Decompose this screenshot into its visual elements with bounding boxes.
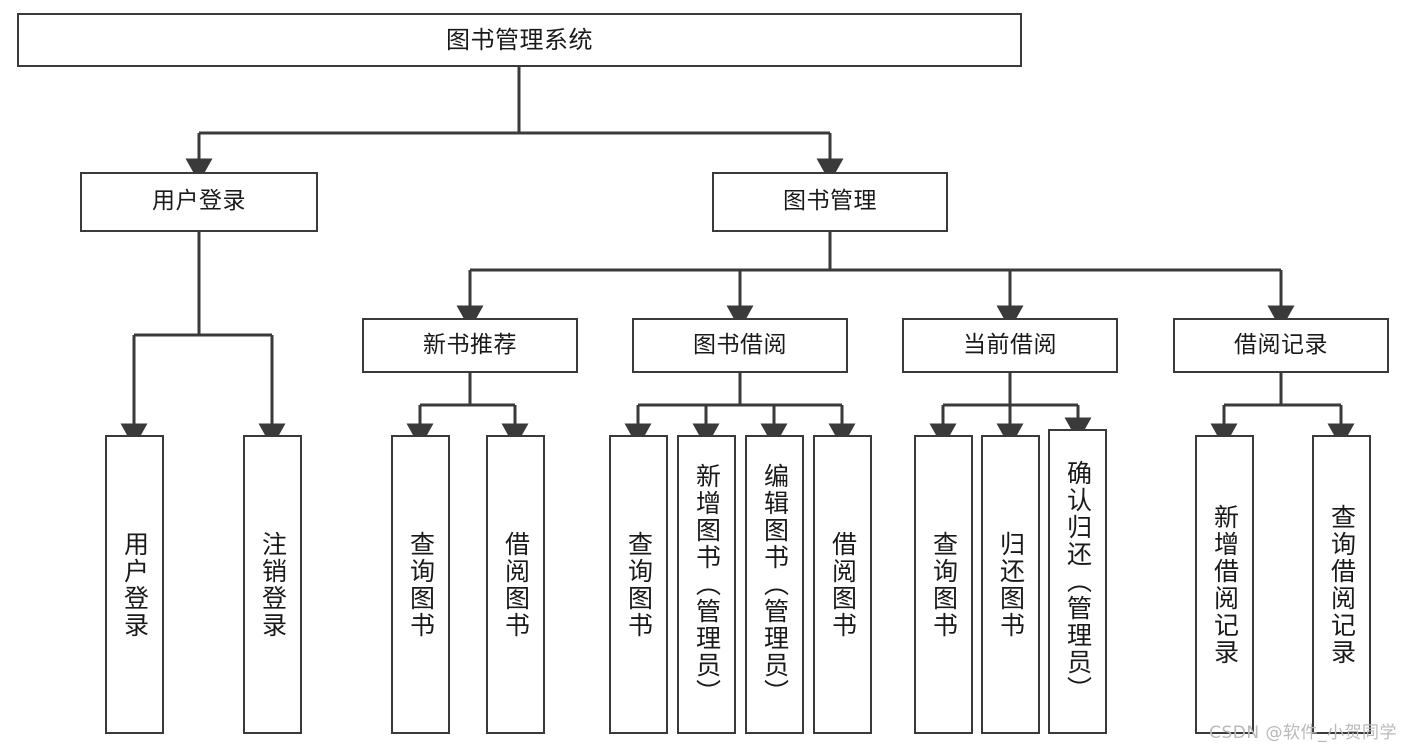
node-label: 新书推荐 bbox=[423, 331, 517, 358]
node-root-system[interactable]: 图书管理系统 bbox=[17, 13, 1022, 67]
node-label: 当前借阅 bbox=[963, 331, 1057, 358]
leaf-label: 编辑图书（管理员） bbox=[760, 463, 790, 706]
node-label: 用户登录 bbox=[152, 188, 246, 215]
leaf-label: 归还图书 bbox=[996, 530, 1026, 639]
leaf-label: 查询图书 bbox=[624, 530, 654, 639]
node-book-borrow[interactable]: 图书借阅 bbox=[632, 318, 848, 373]
leaf-borrow-query-book[interactable]: 查询图书 bbox=[609, 435, 668, 734]
node-label: 图书管理 bbox=[783, 188, 877, 215]
leaf-label: 用户登录 bbox=[120, 530, 150, 639]
leaf-user-login-logout[interactable]: 注销登录 bbox=[243, 435, 302, 734]
watermark: CSDN @软件_小贺同学 bbox=[1209, 723, 1397, 743]
leaf-record-query-record[interactable]: 查询借阅记录 bbox=[1312, 435, 1371, 734]
leaf-label: 新增借阅记录 bbox=[1210, 503, 1240, 666]
leaf-label: 查询图书 bbox=[406, 530, 436, 639]
leaf-record-add-record[interactable]: 新增借阅记录 bbox=[1195, 435, 1254, 734]
node-label: 借阅记录 bbox=[1234, 331, 1328, 358]
node-user-login[interactable]: 用户登录 bbox=[80, 172, 318, 232]
node-current-borrow[interactable]: 当前借阅 bbox=[902, 318, 1118, 373]
leaf-current-confirm-return-admin[interactable]: 确认归还（管理员） bbox=[1048, 429, 1107, 734]
leaf-user-login-login[interactable]: 用户登录 bbox=[105, 435, 164, 734]
leaf-label: 借阅图书 bbox=[501, 530, 531, 639]
leaf-recommend-borrow-book[interactable]: 借阅图书 bbox=[486, 435, 545, 734]
node-new-book-recommend[interactable]: 新书推荐 bbox=[362, 318, 578, 373]
leaf-label: 确认归还（管理员） bbox=[1063, 460, 1093, 703]
leaf-borrow-borrow-book[interactable]: 借阅图书 bbox=[813, 435, 872, 734]
node-book-management[interactable]: 图书管理 bbox=[712, 172, 948, 232]
node-borrow-record[interactable]: 借阅记录 bbox=[1173, 318, 1389, 373]
node-label: 图书管理系统 bbox=[446, 25, 593, 54]
leaf-recommend-query-book[interactable]: 查询图书 bbox=[391, 435, 450, 734]
node-label: 图书借阅 bbox=[693, 331, 787, 358]
leaf-label: 新增图书（管理员） bbox=[692, 463, 722, 706]
leaf-borrow-add-book-admin[interactable]: 新增图书（管理员） bbox=[677, 435, 736, 734]
leaf-current-return-book[interactable]: 归还图书 bbox=[981, 435, 1040, 734]
leaf-current-query-book[interactable]: 查询图书 bbox=[914, 435, 973, 734]
leaf-label: 注销登录 bbox=[258, 530, 288, 639]
leaf-borrow-edit-book-admin[interactable]: 编辑图书（管理员） bbox=[745, 435, 804, 734]
leaf-label: 借阅图书 bbox=[828, 530, 858, 639]
leaf-label: 查询借阅记录 bbox=[1327, 503, 1357, 666]
leaf-label: 查询图书 bbox=[929, 530, 959, 639]
